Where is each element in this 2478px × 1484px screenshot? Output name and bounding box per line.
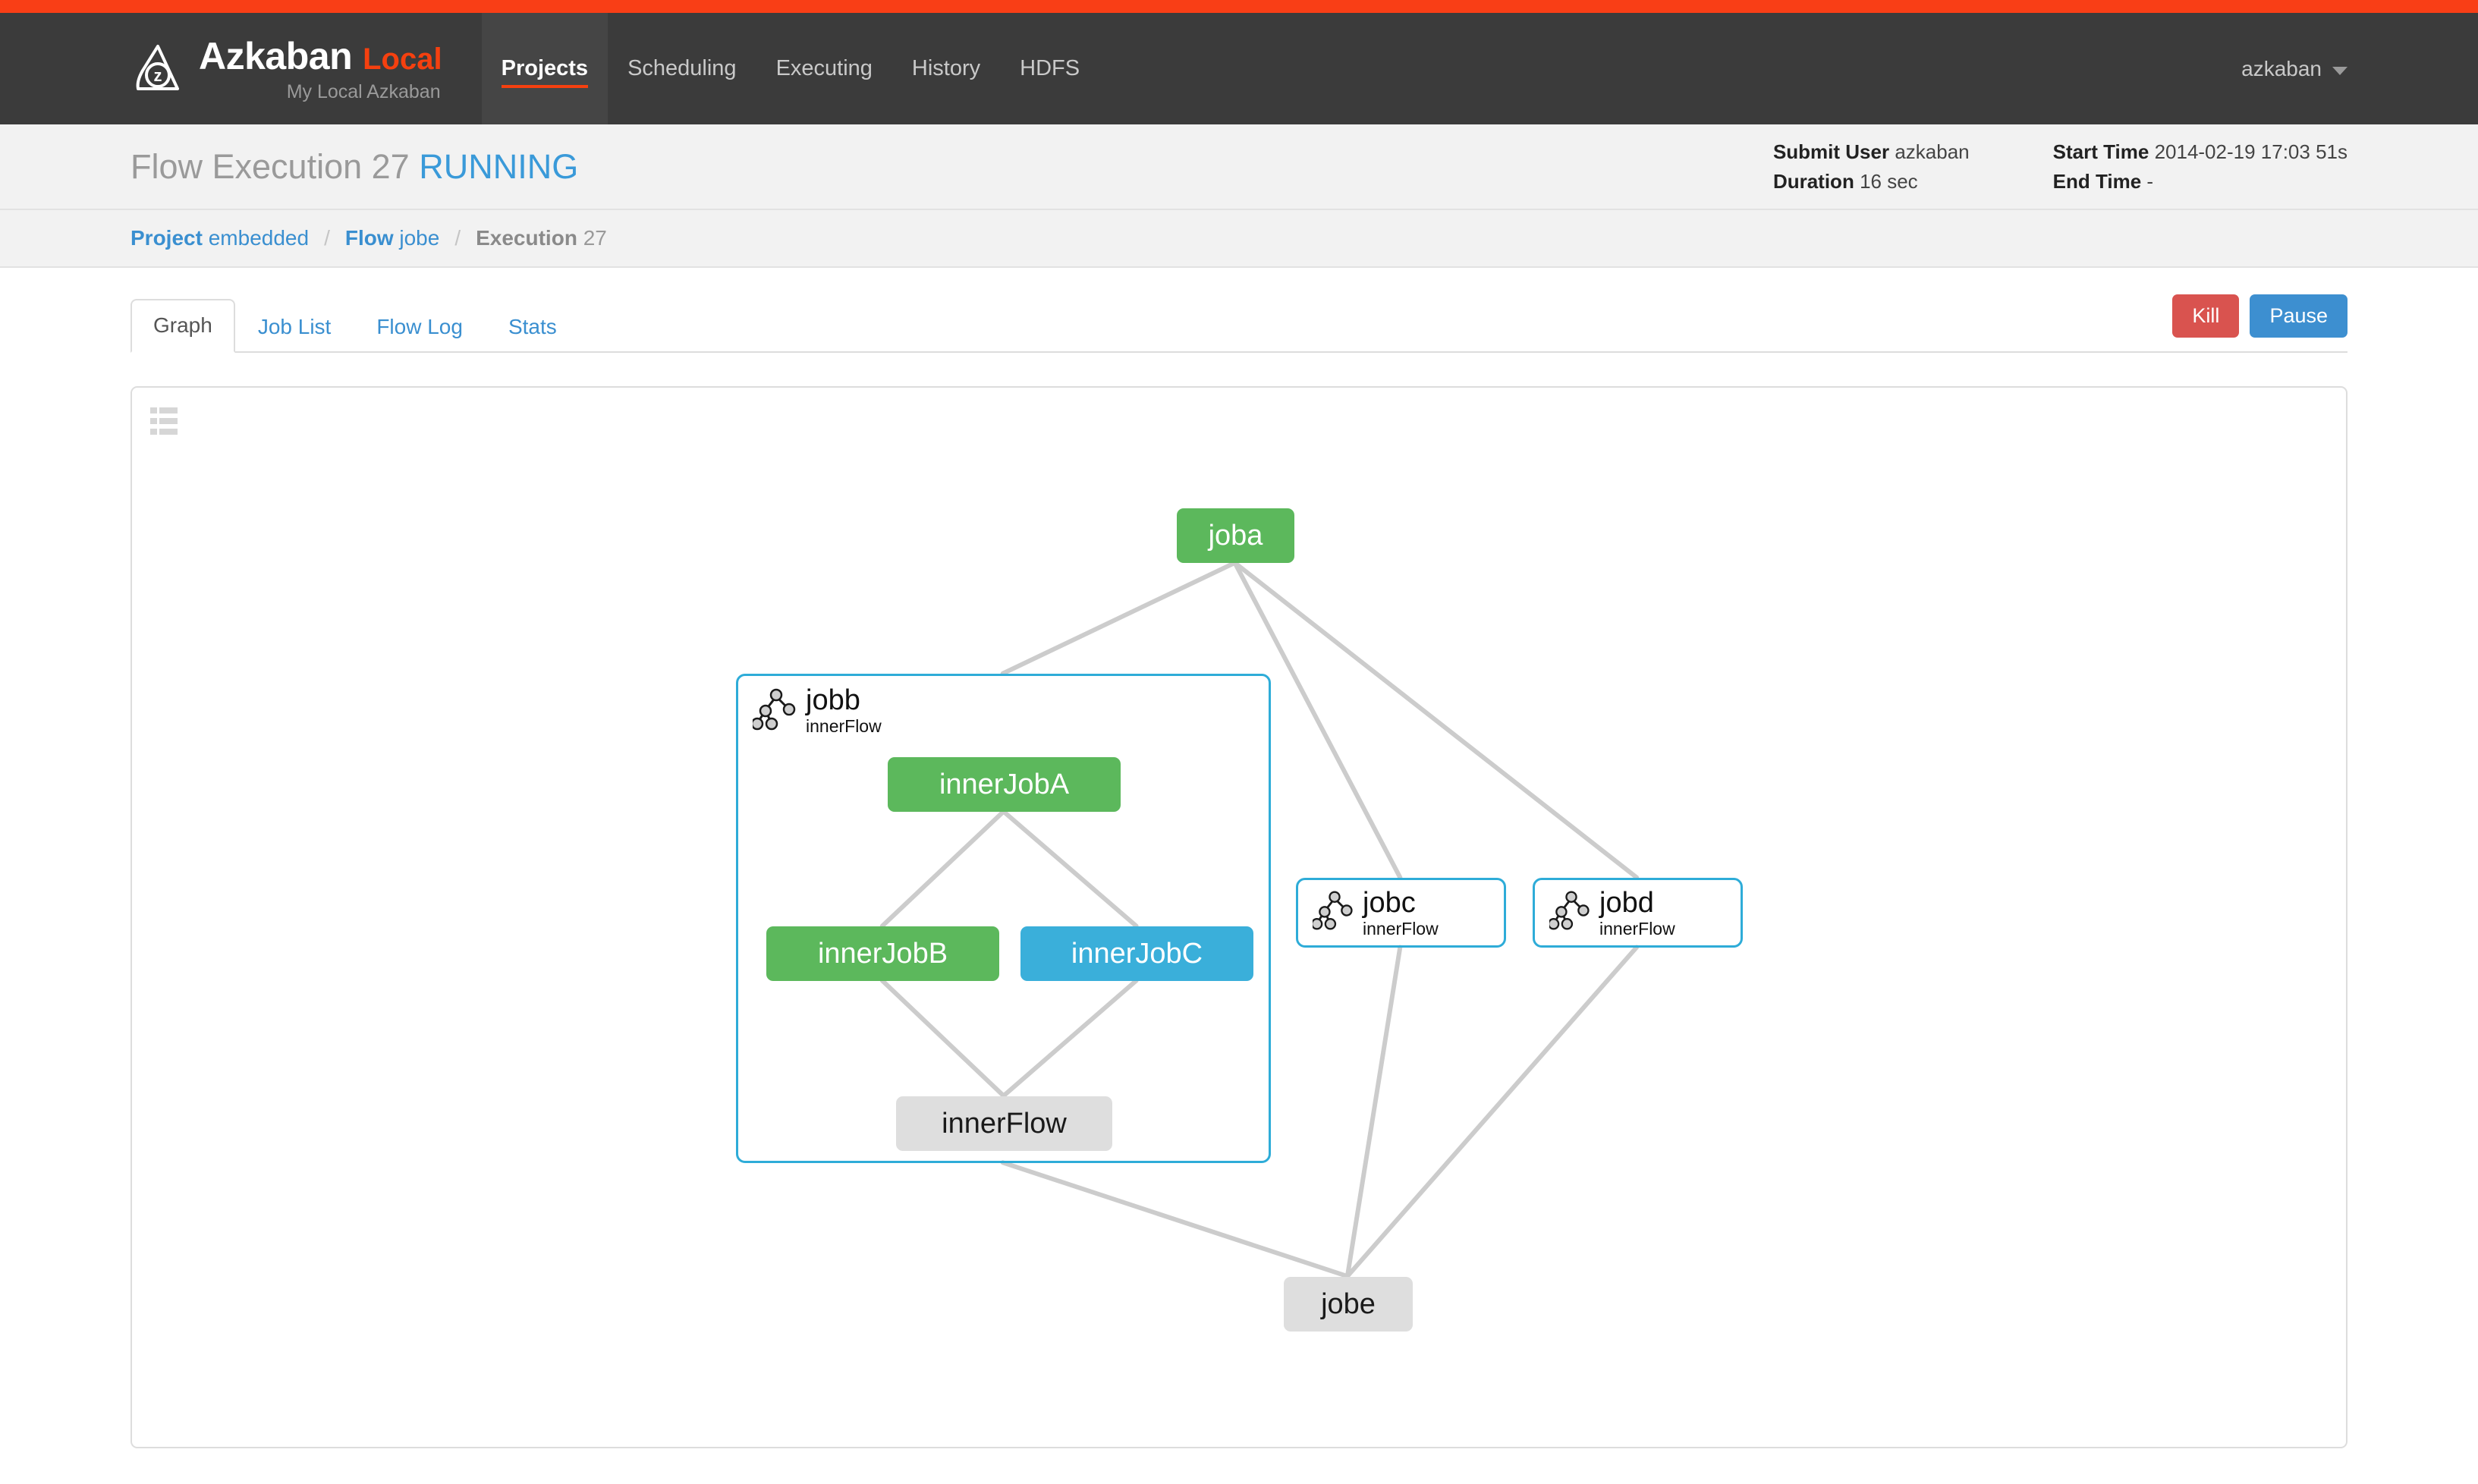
execution-info-col-right: Start Time 2014-02-19 17:03 51s End Time… [2053, 137, 2347, 197]
tab-flow-log[interactable]: Flow Log [376, 315, 463, 339]
flow-graph-panel[interactable]: jobb innerFlow jobc innerFlow [131, 386, 2347, 1448]
tab-job-list[interactable]: Job List [257, 315, 332, 339]
flow-box-jobc-title: jobc [1363, 887, 1416, 919]
start-time-row: Start Time 2014-02-19 17:03 51s [2053, 137, 2347, 167]
duration-row: Duration 16 sec [1773, 167, 1970, 197]
tab-graph[interactable]: Graph [131, 299, 235, 353]
nav-item-history[interactable]: History [911, 56, 981, 80]
user-menu[interactable]: azkaban [2241, 57, 2347, 81]
graph-edges [879, 560, 1640, 1279]
flow-box-jobc-header[interactable]: jobc innerFlow [1313, 888, 1439, 938]
breadcrumb-flow[interactable]: Flow jobe [345, 226, 439, 250]
nav-items: Projects Scheduling Executing History HD… [481, 13, 1100, 124]
flow-box-jobb[interactable] [736, 674, 1271, 1163]
breadcrumb-project[interactable]: Project embedded [131, 226, 309, 250]
graph-node-joba[interactable]: joba [1177, 508, 1294, 563]
flow-box-jobb-header[interactable]: jobb innerFlow [753, 686, 882, 735]
graph-node-jobe[interactable]: jobe [1284, 1277, 1413, 1332]
graph-node-innerjobb[interactable]: innerJobB [766, 926, 999, 981]
page-title-text: Flow Execution 27 [131, 146, 410, 186]
flow-tree-icon [753, 688, 796, 731]
breadcrumb-separator-2: / [454, 226, 461, 250]
flow-box-jobd-header[interactable]: jobd innerFlow [1549, 888, 1675, 938]
breadcrumb-execution-value: 27 [583, 226, 607, 250]
flow-box-jobd[interactable] [1533, 878, 1743, 948]
end-time-row: End Time - [2053, 167, 2347, 197]
brand-name: Azkaban [199, 35, 353, 77]
svg-text:z: z [154, 66, 162, 85]
duration-value: 16 sec [1860, 169, 1918, 193]
start-time-value: 2014-02-19 17:03 51s [2154, 140, 2347, 163]
page-title: Flow Execution 27 RUNNING [131, 147, 578, 187]
graph-node-innerjoba[interactable]: innerJobA [888, 757, 1121, 812]
execution-header: Flow Execution 27 RUNNING Submit User az… [0, 124, 2478, 210]
execution-actions: Kill Pause [2172, 294, 2347, 351]
tab-stats[interactable]: Stats [508, 315, 557, 339]
user-menu-label: azkaban [2241, 56, 2322, 80]
submit-user-value: azkaban [1895, 140, 1970, 163]
duration-key: Duration [1772, 169, 1854, 193]
flow-box-jobb-subtitle: innerFlow [806, 716, 882, 736]
breadcrumb-execution: Execution 27 [476, 226, 607, 250]
submit-user-key: Submit User [1772, 140, 1890, 163]
brand[interactable]: z Azkaban Local My Local Azkaban [0, 13, 465, 124]
nav-item-hdfs[interactable]: HDFS [1020, 56, 1080, 80]
start-time-key: Start Time [2052, 140, 2149, 163]
pause-button[interactable]: Pause [2250, 294, 2347, 338]
status-badge: RUNNING [419, 146, 579, 186]
breadcrumb-project-key: Project [131, 226, 203, 250]
breadcrumb-flow-value: jobe [399, 226, 440, 250]
flow-box-jobc[interactable] [1296, 878, 1506, 948]
flow-box-jobc-subtitle: innerFlow [1363, 919, 1439, 939]
navbar-right: azkaban [2241, 13, 2478, 124]
content: Graph Job List Flow Log Stats Kill Pause [0, 268, 2478, 1448]
kill-button[interactable]: Kill [2172, 294, 2240, 338]
nav-item-projects[interactable]: Projects [481, 13, 608, 124]
graph-node-innerjobc[interactable]: innerJobC [1020, 926, 1253, 981]
execution-info-col-left: Submit User azkaban Duration 16 sec [1773, 137, 1970, 197]
main-navbar: z Azkaban Local My Local Azkaban Project… [0, 13, 2478, 124]
tabs: Graph Job List Flow Log Stats [131, 299, 580, 353]
flow-tree-icon [1313, 891, 1353, 930]
brand-tagline: My Local Azkaban [286, 81, 441, 102]
breadcrumb-flow-key: Flow [344, 226, 394, 250]
top-accent-strip [0, 0, 2478, 13]
flow-tree-icon [1549, 891, 1590, 930]
tab-bar: Graph Job List Flow Log Stats Kill Pause [131, 268, 2347, 353]
execution-info: Submit User azkaban Duration 16 sec Star… [1690, 137, 2347, 197]
nav-item-scheduling[interactable]: Scheduling [627, 56, 737, 80]
breadcrumb-execution-key: Execution [476, 226, 577, 250]
end-time-value: - [2146, 169, 2154, 193]
nav-item-executing[interactable]: Executing [775, 56, 873, 80]
breadcrumb-separator-1: / [324, 226, 330, 250]
breadcrumb: Project embedded / Flow jobe / Execution… [0, 210, 2478, 268]
breadcrumb-project-value: embedded [208, 226, 310, 250]
azkaban-logo-icon: z [136, 44, 179, 90]
flow-box-jobb-title: jobb [806, 684, 860, 716]
submit-user-row: Submit User azkaban [1773, 137, 1970, 167]
graph-node-innerflow[interactable]: innerFlow [896, 1096, 1112, 1151]
flow-box-jobd-subtitle: innerFlow [1599, 919, 1675, 939]
end-time-key: End Time [2052, 169, 2142, 193]
chevron-down-icon [2332, 67, 2347, 75]
brand-suffix: Local [363, 42, 442, 76]
flow-box-jobd-title: jobd [1599, 887, 1654, 919]
